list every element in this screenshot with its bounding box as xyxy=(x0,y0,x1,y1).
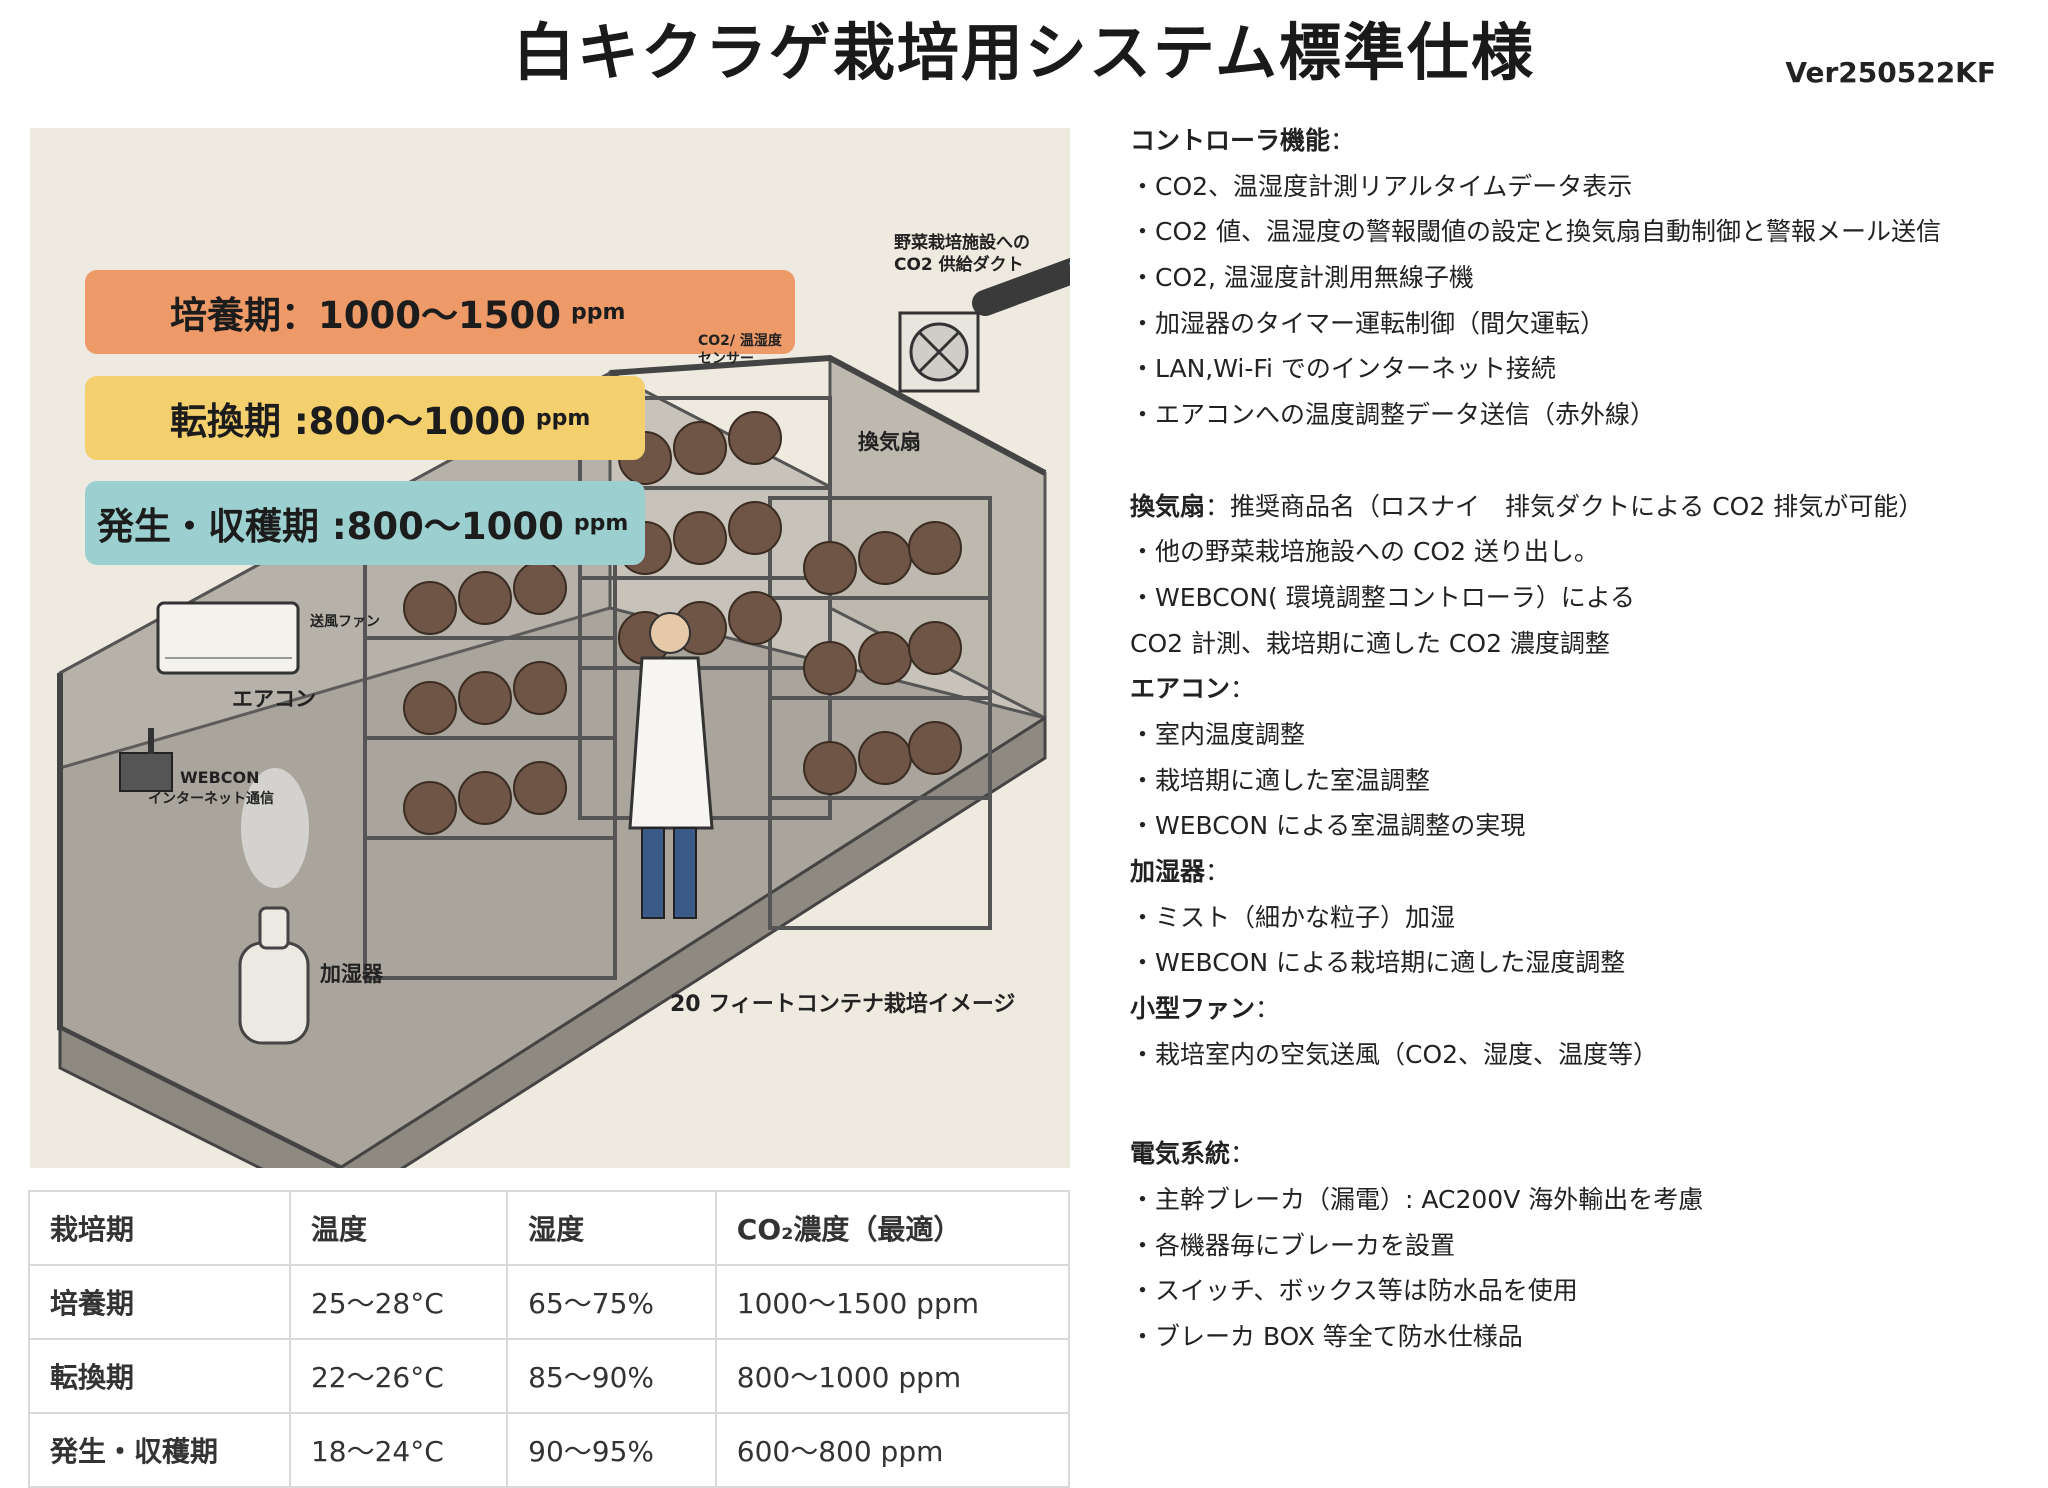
container-drawing xyxy=(57,257,1070,1168)
list-item: ・栽培室内の空気送風（CO2、湿度、温度等） xyxy=(1130,1039,1659,1069)
band-transition: 転換期 :800〜1000 ppm xyxy=(85,376,645,460)
spacer xyxy=(1130,438,2030,484)
webcon-label: WEBCON xyxy=(180,768,260,787)
spec-section-heading: 加湿器： xyxy=(1130,857,1231,886)
fan-label: 換気扇 xyxy=(858,430,921,454)
spec-section-heading: 換気扇：推奨商品名（ロスナイ 排気ダクトによる CO2 排気が可能） xyxy=(1130,491,1924,521)
list-item: ・CO2, 温湿度計測用無線子機 xyxy=(1130,263,1474,293)
fan-heading: 換気扇 xyxy=(1130,491,1206,521)
list-item: ・エアコンへの温度調整データ送信（赤外線） xyxy=(1130,400,1656,430)
band-transition-label: 転換期 :800〜1000 xyxy=(170,400,526,443)
table-cell: 18〜24°C xyxy=(288,1412,509,1488)
list-item: ・ミスト（細かな粒子）加湿 xyxy=(1130,902,1456,932)
band-incubation-unit: ppm xyxy=(570,299,626,325)
webcon-sub-label: インターネット通信 xyxy=(148,791,274,807)
controller-heading: コントローラ機能 xyxy=(1130,126,1331,155)
list-item: ・WEBCON による栽培期に適した湿度調整 xyxy=(1130,948,1626,978)
spec-section-heading: 電気系統： xyxy=(1130,1139,1256,1169)
illustration-caption: 20 フィートコンテナ栽培イメージ xyxy=(670,992,1016,1017)
cultivation-table: 栽培期 温度 湿度 CO₂濃度（最適） 培養期 25〜28°C 65〜75% 1… xyxy=(28,1190,1071,1488)
band-harvest-label: 発生・収穫期 :800〜1000 xyxy=(97,505,564,548)
list-item: ・CO2、温湿度計測リアルタイムデータ表示 xyxy=(1130,171,1633,201)
sensor-label-line1: CO2/ 温湿度 xyxy=(698,333,782,349)
page-title: 白キクラゲ栽培用システム標準仕様 xyxy=(512,16,1536,89)
fan-description: 推奨商品名（ロスナイ 排気ダクトによる CO2 排気が可能） xyxy=(1230,491,1924,521)
list-item: ・WEBCON による室温調整の実現 xyxy=(1130,811,1526,841)
duct-label-line2: CO2 供給ダクト xyxy=(894,255,1024,275)
spacer xyxy=(1130,1077,2030,1123)
aircon-heading: エアコン xyxy=(1130,674,1231,704)
band-incubation: 培養期：1000〜1500 ppm xyxy=(85,270,795,354)
band-incubation-label: 培養期：1000〜1500 xyxy=(170,294,561,337)
band-harvest-unit: ppm xyxy=(573,510,629,536)
table-cell: 発生・収穫期 xyxy=(28,1412,291,1488)
table-cell: 25〜28°C xyxy=(288,1264,509,1340)
table-row: 発生・収穫期 18〜24°C 90〜95% 600〜800 ppm xyxy=(28,1412,1071,1488)
list-item: ・CO2 値、温湿度の警報閾値の設定と換気扇自動制御と警報メール送信 xyxy=(1130,217,1941,247)
list-item: ・他の野菜栽培施設への CO2 送り出し。 xyxy=(1130,537,1599,567)
spec-section-heading: 小型ファン： xyxy=(1130,994,1281,1024)
table-cell: 1000〜1500 ppm xyxy=(714,1264,1071,1340)
table-header: 温度 xyxy=(288,1190,509,1266)
table-header: 湿度 xyxy=(506,1190,717,1266)
table-cell: 85〜90% xyxy=(506,1338,717,1414)
blower-label: 送風ファン xyxy=(310,614,380,630)
spec-list: コントローラ機能： ・CO2、温湿度計測リアルタイムデータ表示 ・CO2 値、温… xyxy=(1130,118,2030,1360)
list-item: ・WEBCON( 環境調整コントローラ）による xyxy=(1130,582,1636,612)
list-item: ・スイッチ、ボックス等は防水品を使用 xyxy=(1130,1276,1578,1306)
spec-section-heading: コントローラ機能： xyxy=(1130,126,1356,155)
container-illustration: 培養期：1000〜1500 ppm 転換期 :800〜1000 ppm 発生・収穫期… xyxy=(30,128,1070,1168)
smallfan-heading: 小型ファン xyxy=(1130,994,1256,1024)
table-cell: 600〜800 ppm xyxy=(714,1412,1071,1488)
table-cell: 培養期 xyxy=(28,1264,291,1340)
table-row: 転換期 22〜26°C 85〜90% 800〜1000 ppm xyxy=(28,1338,1071,1414)
spacer xyxy=(1130,1123,2030,1131)
list-item: ・加湿器のタイマー運転制御（間欠運転） xyxy=(1130,308,1606,338)
table-cell: 22〜26°C xyxy=(288,1338,509,1414)
list-item: ・各機器毎にブレーカを設置 xyxy=(1130,1230,1456,1260)
list-item: CO2 計測、栽培期に適した CO2 濃度調整 xyxy=(1130,628,1610,658)
electric-heading: 電気系統 xyxy=(1130,1139,1231,1169)
table-header: CO₂濃度（最適） xyxy=(714,1190,1071,1266)
table-cell: 90〜95% xyxy=(506,1412,717,1488)
humidifier-label: 加湿器 xyxy=(320,962,383,986)
aircon-label: エアコン xyxy=(232,687,316,711)
table-header-row: 栽培期 温度 湿度 CO₂濃度（最適） xyxy=(28,1190,1071,1266)
list-item: ・栽培期に適した室温調整 xyxy=(1130,765,1431,795)
version-label: Ver250522KF xyxy=(1785,56,1996,89)
duct-label-line1: 野菜栽培施設への xyxy=(894,233,1030,253)
table-header: 栽培期 xyxy=(28,1190,291,1266)
list-item: ・LAN,Wi-Fi でのインターネット接続 xyxy=(1130,354,1556,384)
table-row: 培養期 25〜28°C 65〜75% 1000〜1500 ppm xyxy=(28,1264,1071,1340)
table-cell: 65〜75% xyxy=(506,1264,717,1340)
spec-section-heading: エアコン： xyxy=(1130,674,1256,704)
sensor-label-line2: センサー xyxy=(698,351,754,367)
list-item: ・室内温度調整 xyxy=(1130,719,1306,749)
band-harvest: 発生・収穫期 :800〜1000 ppm xyxy=(85,481,645,565)
humidifier-heading: 加湿器 xyxy=(1130,857,1206,886)
list-item: ・主幹ブレーカ（漏電）: AC200V 海外輸出を考慮 xyxy=(1130,1184,1704,1214)
table-cell: 800〜1000 ppm xyxy=(714,1338,1071,1414)
list-item: ・ブレーカ BOX 等全て防水仕様品 xyxy=(1130,1321,1523,1351)
table-cell: 転換期 xyxy=(28,1338,291,1414)
band-transition-unit: ppm xyxy=(535,405,591,431)
